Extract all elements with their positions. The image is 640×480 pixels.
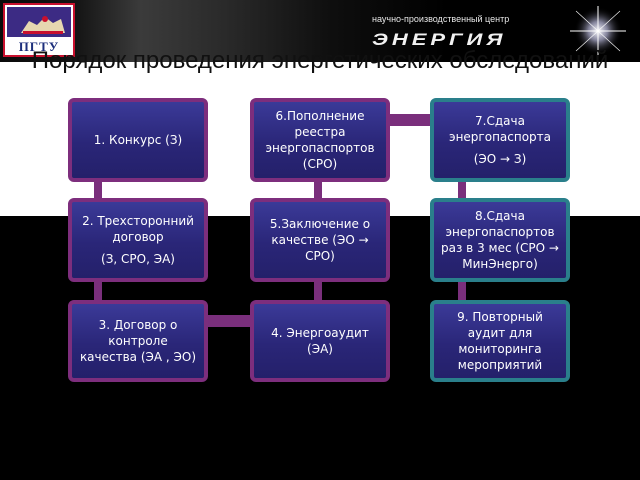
brand-subtitle: научно-производственный центр [372,14,510,24]
header-band [0,0,640,62]
step-1-box: 1. Конкурс (З) [68,98,208,182]
page-title: Порядок проведения энергетических обслед… [31,47,609,74]
step-7-label: 7.Сдача энергопаспорта [448,114,552,144]
connector-2-3 [94,280,102,304]
connector-4-5 [314,280,322,304]
step-6-label: 6.Пополнение реестра энергопаспортов (СР… [265,109,375,171]
step-2-label: 2. Трехсторонний договор [82,214,194,244]
step-4-box: 4. Энергоаудит (ЭА) [250,300,390,382]
step-9-label: 9. Повторный аудит для мониторинга мероп… [457,310,543,372]
connector-7-8 [458,180,466,202]
logo-text: ПГТУ [18,39,60,54]
logo-emblem [7,7,71,37]
connector-3-4 [206,315,254,327]
step-3-label: 3. Договор о контроле качества (ЭА , ЭО) [79,318,197,364]
step-8-label: 8.Сдача энергопаспортов раз в 3 мес (СРО… [441,209,559,271]
step-2-box: 2. Трехсторонний договор (З, СРО, ЭА) [68,198,208,282]
connector-8-9 [458,280,466,304]
light-flare-icon [570,6,626,56]
step-7-box: 7.Сдача энергопаспорта (ЭО → З) [430,98,570,182]
connector-1-2 [94,180,102,202]
step-1-label: 1. Конкурс (З) [93,133,183,147]
step-2-sublabel: (З, СРО, ЭА) [101,252,175,266]
connector-6-7 [386,114,432,126]
step-7-sublabel: (ЭО → З) [473,152,527,166]
step-4-label: 4. Энергоаудит (ЭА) [271,326,369,356]
connector-5-6 [314,180,322,202]
step-8-box: 8.Сдача энергопаспортов раз в 3 мес (СРО… [430,198,570,282]
logo-animal-icon [11,11,71,37]
brand-name: ЭНЕРГИЯ [372,30,507,49]
step-5-label: 5.Заключение о качестве (ЭО → СРО) [269,217,371,263]
step-3-box: 3. Договор о контроле качества (ЭА , ЭО) [68,300,208,382]
university-logo: ПГТУ [3,3,75,57]
step-9-box: 9. Повторный аудит для мониторинга мероп… [430,300,570,382]
step-5-box: 5.Заключение о качестве (ЭО → СРО) [250,198,390,282]
step-6-box: 6.Пополнение реестра энергопаспортов (СР… [250,98,390,182]
